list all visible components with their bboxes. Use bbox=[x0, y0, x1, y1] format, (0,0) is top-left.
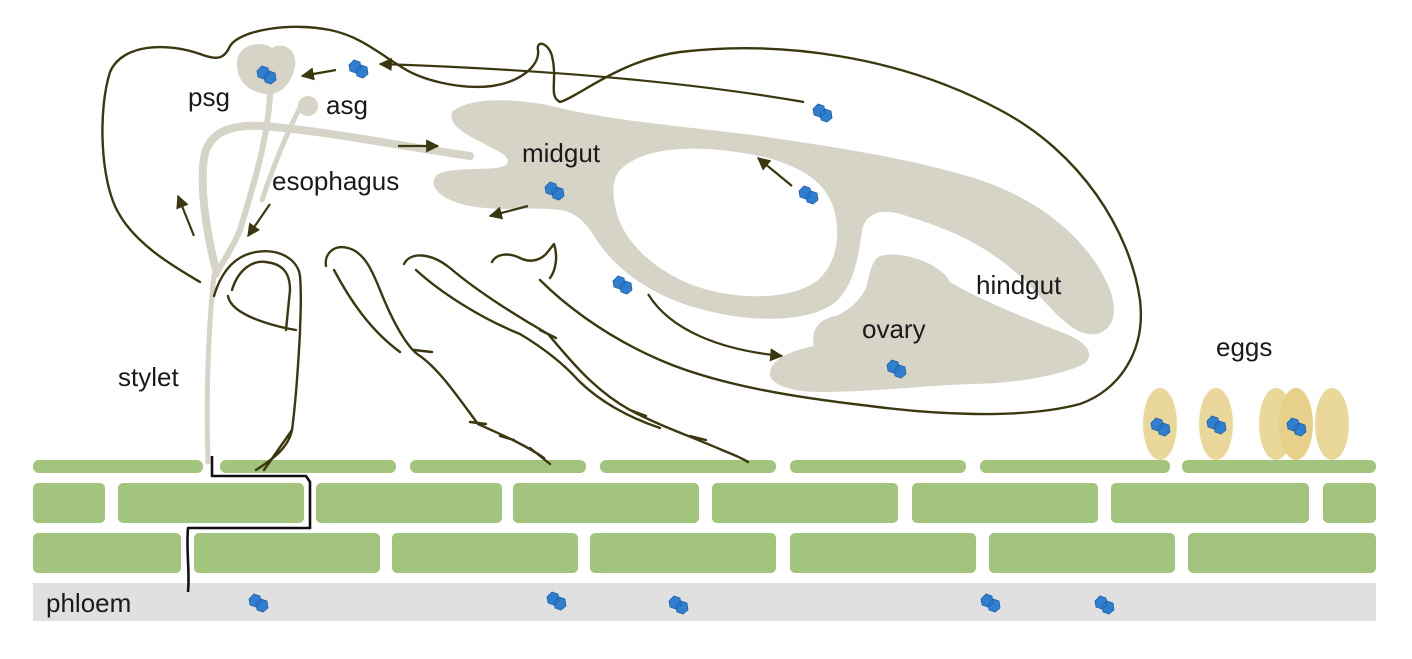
flow-arrow-icon bbox=[647, 293, 784, 362]
psg-label: psg bbox=[188, 82, 230, 112]
flow-arrow-icon bbox=[247, 203, 271, 238]
flow-arrow-icon bbox=[756, 157, 793, 187]
stylet-feeding-canal bbox=[204, 272, 217, 465]
eggs-group bbox=[1143, 388, 1349, 460]
mesophyll-cell bbox=[989, 533, 1175, 573]
ovary-label: ovary bbox=[862, 314, 926, 344]
mesophyll-cell bbox=[712, 483, 898, 523]
asg-gland bbox=[298, 96, 318, 116]
mesophyll-cell bbox=[1111, 483, 1309, 523]
esophagus-tube bbox=[198, 121, 474, 274]
mesophyll-cell bbox=[33, 483, 105, 523]
salivary-duct-branch bbox=[259, 105, 303, 203]
asg-label: asg bbox=[326, 90, 368, 120]
mesophyll-cell bbox=[33, 533, 181, 573]
virus-particle-icon bbox=[348, 59, 369, 79]
mesophyll-cell bbox=[790, 533, 976, 573]
phloem-label: phloem bbox=[46, 588, 131, 618]
mesophyll-cell bbox=[194, 533, 380, 573]
midgut-label: midgut bbox=[522, 138, 601, 168]
epidermis-cell bbox=[33, 460, 203, 473]
hindgut-label: hindgut bbox=[976, 270, 1062, 300]
insect-outline bbox=[101, 25, 1143, 472]
front-leg-inner bbox=[230, 260, 292, 332]
front-leg bbox=[212, 250, 303, 472]
eggs-label: eggs bbox=[1216, 332, 1272, 362]
epidermis-cell bbox=[600, 460, 776, 473]
epidermis-cell bbox=[980, 460, 1170, 473]
mesophyll-cell bbox=[118, 483, 304, 523]
hind-leg-upper bbox=[490, 242, 558, 280]
flow-arrow-icon bbox=[300, 67, 337, 81]
egg bbox=[1315, 388, 1349, 460]
plant-tissue bbox=[33, 460, 1376, 621]
epidermis-cell bbox=[1182, 460, 1376, 473]
insect-organs bbox=[198, 44, 1114, 465]
mesophyll-cell bbox=[590, 533, 776, 573]
middle-leg bbox=[324, 245, 552, 466]
flow-arrow-icon bbox=[488, 204, 529, 220]
virus-particle-icon bbox=[612, 275, 633, 295]
body-outline bbox=[101, 25, 1143, 416]
mesophyll-cell bbox=[912, 483, 1098, 523]
epidermis-cell bbox=[220, 460, 396, 473]
mesophyll-cell bbox=[513, 483, 699, 523]
virus-particle-icon bbox=[812, 103, 833, 123]
epidermis-cell bbox=[410, 460, 586, 473]
epidermis-cell bbox=[790, 460, 966, 473]
salivary-duct bbox=[213, 91, 273, 278]
virus-particle-icon bbox=[798, 185, 819, 205]
mesophyll-cell bbox=[392, 533, 578, 573]
mesophyll-cell bbox=[1188, 533, 1376, 573]
labels: psg asg midgut esophagus hindgut ovary e… bbox=[46, 82, 1272, 618]
mesophyll-cell bbox=[1323, 483, 1376, 523]
stylet-path bbox=[186, 456, 312, 593]
flow-arrows bbox=[176, 57, 805, 362]
stylet-label: stylet bbox=[118, 362, 179, 392]
midgut-organ bbox=[433, 100, 1114, 335]
hind-leg bbox=[402, 254, 750, 464]
phloem-band bbox=[33, 583, 1376, 621]
mesophyll-cell bbox=[316, 483, 502, 523]
flow-arrow-icon bbox=[378, 57, 805, 104]
flow-arrow-icon bbox=[176, 194, 196, 237]
ovary-organ bbox=[769, 254, 1090, 392]
esophagus-label: esophagus bbox=[272, 166, 399, 196]
